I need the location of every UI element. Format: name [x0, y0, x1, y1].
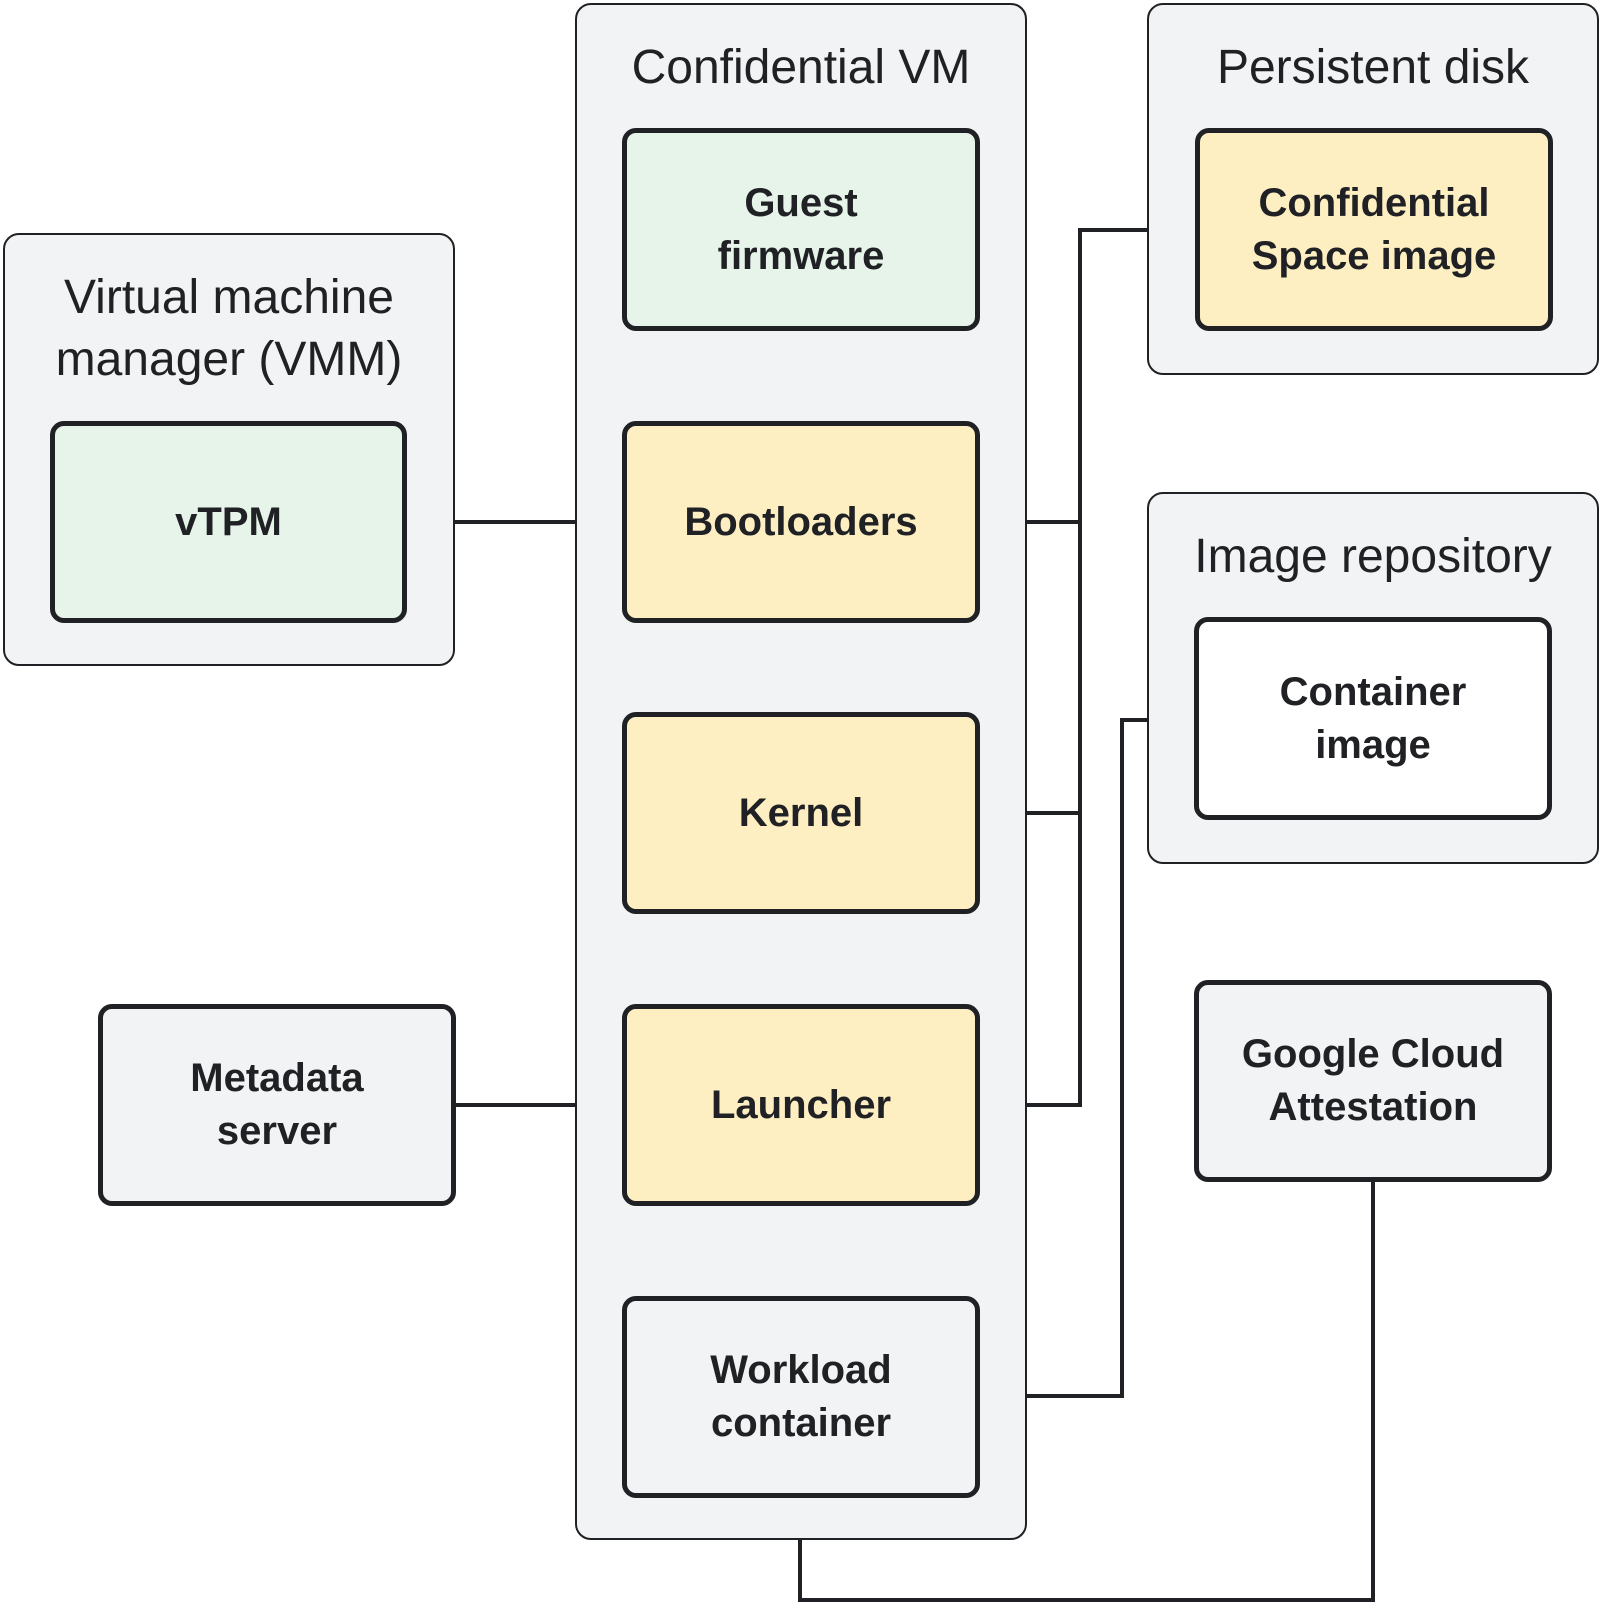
guest-firmware-box: Guest firmware — [622, 128, 980, 331]
confidential-space-image-label: Confidential Space image — [1251, 180, 1497, 278]
container-image-label: Container image — [1279, 669, 1467, 767]
image-repository-title: Image repository — [1194, 530, 1552, 583]
kernel-box: Kernel — [622, 712, 980, 914]
container-image-box: Container image — [1194, 617, 1552, 820]
connector-disk-image-trunk — [978, 228, 1197, 1107]
google-cloud-attestation-label: Google Cloud Attestation — [1241, 1032, 1505, 1129]
metadata-server-label: Metadata server — [190, 1056, 364, 1153]
vtpm-box: vTPM — [50, 421, 407, 623]
confidential-vm-title: Confidential VM — [631, 41, 971, 94]
connector-workload-attestation — [798, 1180, 1375, 1602]
vmm-title: Virtual machine manager (VMM) — [55, 271, 403, 386]
google-cloud-attestation-box: Google Cloud Attestation — [1194, 980, 1552, 1182]
metadata-server-box: Metadata server — [98, 1004, 456, 1206]
kernel-label: Kernel — [738, 790, 864, 835]
vtpm-label: vTPM — [175, 499, 282, 544]
guest-firmware-label: Guest firmware — [717, 180, 885, 278]
persistent-disk-title: Persistent disk — [1216, 41, 1530, 94]
confidential-space-image-box: Confidential Space image — [1195, 128, 1553, 331]
workload-container-label: Workload container — [710, 1348, 892, 1445]
bootloaders-box: Bootloaders — [622, 421, 980, 623]
workload-container-box: Workload container — [622, 1296, 980, 1498]
launcher-label: Launcher — [710, 1082, 892, 1127]
launcher-box: Launcher — [622, 1004, 980, 1206]
bootloaders-label: Bootloaders — [684, 499, 918, 544]
